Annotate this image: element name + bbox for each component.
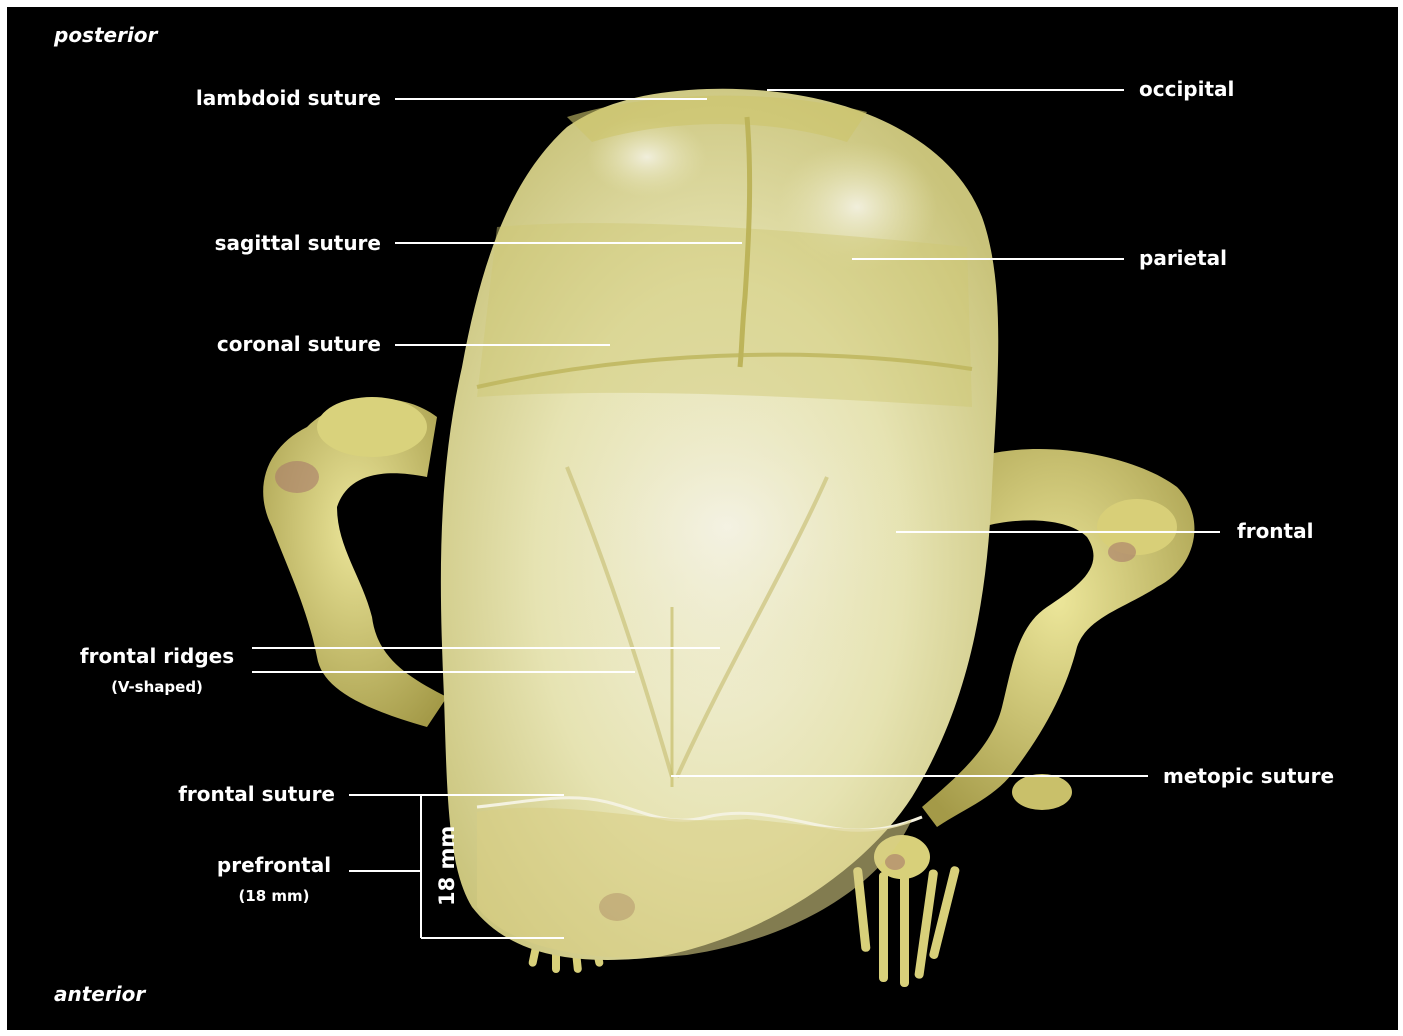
prefrontal-label: prefrontal <box>194 855 354 875</box>
orientation-top-label: posterior <box>54 25 157 45</box>
skull-rendering <box>7 7 1398 1030</box>
frontal-ridges-sublabel: (V-shaped) <box>57 680 257 695</box>
measurement-label: 18 mm <box>434 826 460 906</box>
orientation-bottom-label: anterior <box>54 984 145 1004</box>
metopic-suture-label: metopic suture <box>1163 766 1334 786</box>
specimen-image: posterior anterior lambdoid suture sagit… <box>7 7 1398 1030</box>
sagittal-suture-label: sagittal suture <box>215 233 381 253</box>
parietal-label: parietal <box>1139 248 1227 268</box>
left-limb <box>263 397 447 727</box>
coronal-suture-label: coronal suture <box>217 334 381 354</box>
frontal-ridges-label: frontal ridges <box>57 646 257 666</box>
frontal-suture-label: frontal suture <box>178 784 335 804</box>
skull <box>441 89 998 960</box>
frontal-label: frontal <box>1237 521 1313 541</box>
occipital-label: occipital <box>1139 79 1234 99</box>
prefrontal-sublabel: (18 mm) <box>194 889 354 904</box>
lambdoid-suture-label: lambdoid suture <box>196 88 381 108</box>
